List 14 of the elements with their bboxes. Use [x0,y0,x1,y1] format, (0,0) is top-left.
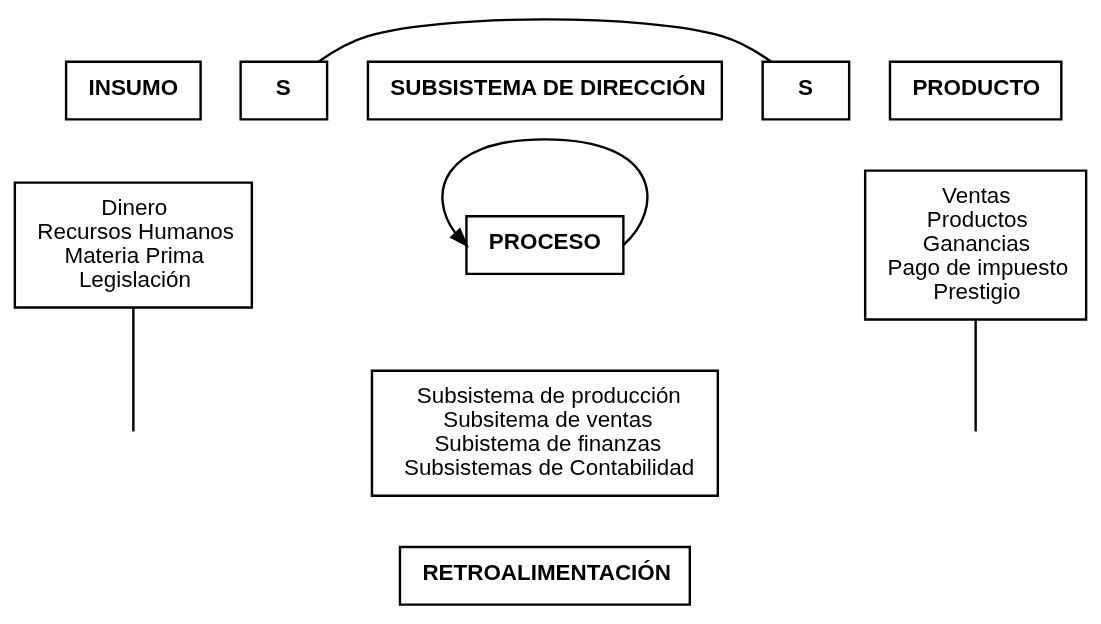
connector [974,319,977,432]
node-box: PRODUCTO [888,60,1063,121]
arrow [441,138,649,248]
node-box: INSUMO [64,60,202,121]
connector [132,307,135,432]
node-box: RETROALIMENTACIÓN [398,545,692,606]
connector [318,18,772,63]
node-box: PROCESO [465,215,625,276]
node-box: SUBSISTEMA DE DIRECCIÓN [366,60,724,121]
node-box: Subsistema de producción Subsitema de ventas Subistema de finanzas Subsistemas de Contabilidad [370,369,720,497]
node-box: S [761,60,851,121]
node-box: S [239,60,329,121]
node-box: Dinero Recursos Humanos Materia Prima Legislación [13,181,254,309]
node-box: Ventas Productos Ganancias Pago de impuesto Prestigio [863,169,1088,321]
